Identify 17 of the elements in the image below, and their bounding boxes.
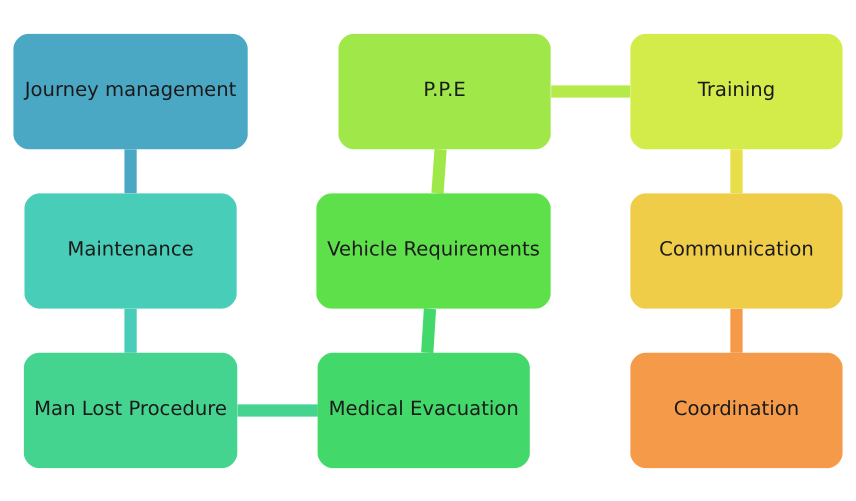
node-box: Communication: [630, 192, 843, 308]
node-box: Coordination: [630, 352, 843, 468]
node-box: Vehicle Requirements: [316, 192, 551, 308]
connector: [730, 308, 743, 352]
node-box: Maintenance: [24, 192, 237, 308]
connector: [730, 148, 743, 193]
connector: [124, 308, 137, 352]
connector: [431, 148, 447, 194]
node-box: Man Lost Procedure: [24, 352, 238, 468]
node-box: P.P.E: [338, 33, 551, 149]
connector: [238, 404, 318, 416]
connector: [421, 308, 436, 352]
node-box: Training: [630, 33, 843, 149]
node-box: Medical Evacuation: [318, 352, 530, 468]
node-box: Journey management: [13, 33, 248, 149]
connector: [124, 148, 137, 193]
connector: [551, 84, 630, 98]
